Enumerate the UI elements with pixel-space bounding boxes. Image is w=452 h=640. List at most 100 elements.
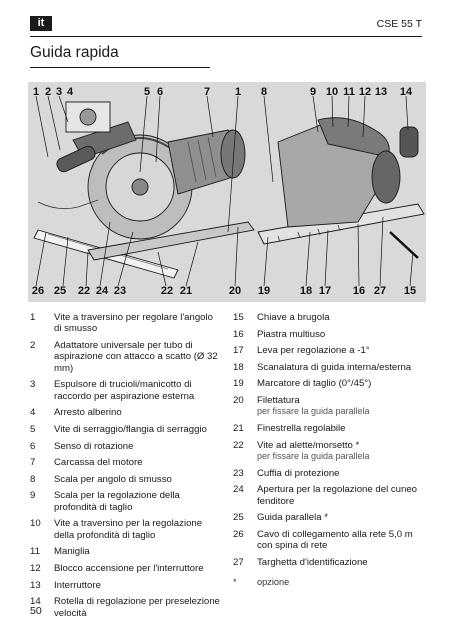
figure-label: 3	[55, 86, 63, 98]
figure-label: 11	[343, 86, 355, 98]
item-number: 21	[233, 422, 244, 434]
figure-label: 14	[399, 86, 413, 98]
item-text: Espulsore di trucioli/manicotto di racco…	[54, 379, 195, 402]
item-text: Senso di rotazione	[54, 440, 134, 452]
item-number: 27	[233, 556, 244, 568]
item-number: 26	[233, 528, 244, 540]
list-item: 8 Scala per angolo di smusso	[30, 474, 220, 485]
item-number: 12	[30, 562, 41, 574]
figure-label: 16	[352, 285, 366, 297]
figure-label: 22	[77, 285, 91, 297]
item-text: Blocco accensione per l'interruttore	[54, 562, 204, 574]
item-number: 17	[233, 345, 244, 357]
figure-label: 19	[257, 285, 271, 297]
figure-label: 7	[203, 86, 211, 98]
item-text: Interruttore	[54, 579, 101, 591]
item-text: Arresto alberino	[54, 407, 122, 419]
item-number: 24	[233, 484, 244, 496]
item-number: 14	[30, 596, 41, 608]
item-text: Carcassa del motore	[54, 457, 143, 469]
figure-label: 27	[373, 285, 387, 297]
figure-label: 5	[143, 86, 151, 98]
footnote: * opzione	[233, 577, 425, 588]
list-item: 3 Espulsore di trucioli/manicotto di racc…	[30, 379, 220, 402]
item-number: 8	[30, 473, 36, 485]
saw-illustration: 1 2 3 4 5 6 7 1 8 9 10 11 12 13 14	[28, 82, 426, 302]
item-number: 15	[233, 312, 244, 323]
item-text: Adattatore universale per tubo di aspira…	[54, 340, 218, 374]
figure-label: 17	[318, 285, 332, 297]
figure-label: 1	[32, 86, 40, 98]
figure-label: 20	[228, 285, 242, 297]
item-number: 10	[30, 518, 41, 530]
item-number: 4	[30, 407, 36, 419]
figure-label: 2	[44, 86, 52, 98]
figure-label: 18	[299, 285, 313, 297]
item-number: 9	[30, 490, 36, 502]
figure-label: 23	[113, 285, 127, 297]
item-text: Maniglia	[54, 546, 90, 558]
list-item: 27 Targhetta d'identificazione	[233, 557, 425, 568]
footnote-text: opzione	[257, 577, 290, 588]
item-text: Targhetta d'identificazione	[257, 556, 368, 568]
model-name: CSE 55 T	[376, 18, 422, 30]
item-number: 18	[233, 361, 244, 373]
list-item: 21 Finestrella regolabile	[233, 423, 425, 434]
item-number: 2	[30, 340, 36, 351]
item-number: 23	[233, 467, 244, 479]
language-badge: it	[30, 16, 52, 31]
page-number: 50	[30, 605, 42, 617]
item-number: 3	[30, 379, 36, 391]
page-title: Guida rapida	[30, 44, 119, 61]
list-item: 11 Maniglia	[30, 546, 220, 557]
list-item: 15 Chiave a brugola	[233, 312, 425, 323]
footnote-mark: *	[233, 577, 237, 588]
item-text: Chiave a brugola	[257, 312, 330, 323]
item-number: 19	[233, 378, 244, 390]
item-text: Apertura per la regolazione del cuneo fe…	[257, 484, 418, 507]
item-text: Scala per la regolazione della profondit…	[54, 490, 180, 513]
item-note: per fissare la guida parallela	[257, 450, 370, 461]
item-text: Cuffia di protezione	[257, 467, 340, 479]
title-rule	[30, 67, 210, 68]
figure-label: 22	[160, 285, 174, 297]
figure-label: 26	[31, 285, 45, 297]
item-number: 7	[30, 457, 36, 469]
item-text: Scala per angolo di smusso	[54, 473, 172, 485]
list-item: 4 Arresto alberino	[30, 407, 220, 418]
item-note: per fissare la guida parallela	[257, 406, 370, 417]
list-item: 13 Interruttore	[30, 580, 220, 591]
list-item: 23 Cuffia di protezione	[233, 468, 425, 479]
list-item: 5 Vite di serraggio/flangia di serraggio	[30, 424, 220, 435]
item-number: 5	[30, 424, 36, 435]
figure-label: 25	[53, 285, 67, 297]
list-item: 24 Apertura per la regolazione del cuneo …	[233, 484, 425, 507]
list-item: 9 Scala per la regolazione della profondi…	[30, 490, 220, 513]
top-label-row: 1 2 3 4 5 6 7 1 8 9 10 11 12 13 14	[28, 86, 426, 100]
item-number: 13	[30, 579, 41, 591]
figure-label: 1	[234, 86, 242, 98]
figure-label: 15	[403, 285, 417, 297]
item-text: Finestrella regolabile	[257, 422, 346, 434]
item-text: Cavo di collegamento alla rete 5,0 m con…	[257, 528, 413, 552]
figure-label: 24	[95, 285, 109, 297]
item-text: Piastra multiuso	[257, 328, 326, 340]
item-number: 11	[30, 546, 40, 558]
item-number: 22	[233, 439, 244, 451]
item-number: 1	[30, 312, 36, 323]
list-item: 7 Carcassa del motore	[30, 457, 220, 468]
list-item: 26 Cavo di collegamento alla rete 5,0 m c…	[233, 529, 425, 552]
item-text: Vite a traversino per la regolazione del…	[54, 518, 203, 541]
item-text: Marcatore di taglio (0°/45°)	[257, 378, 372, 390]
figure-label: 8	[260, 86, 268, 98]
list-item: 12 Blocco accensione per l'interruttore	[30, 563, 220, 574]
item-text: Vite di serraggio/flangia di serraggio	[54, 424, 207, 435]
